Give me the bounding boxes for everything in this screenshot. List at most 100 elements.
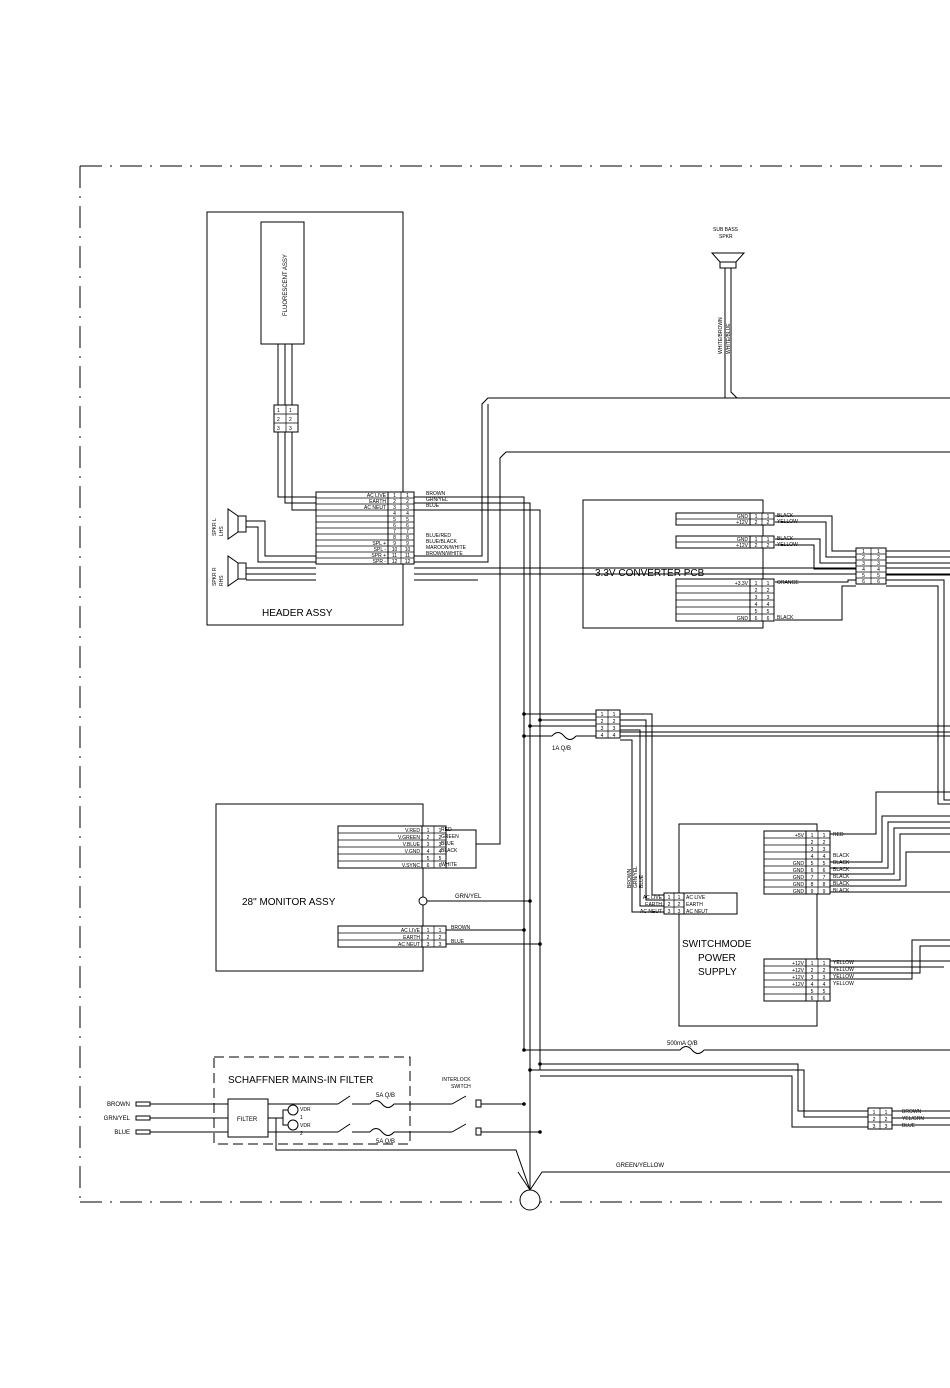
monitor-earth-terminal [418, 896, 428, 906]
converter-box [582, 499, 764, 629]
wire-label: BROWN [627, 868, 633, 888]
pin-number: 4 [601, 733, 604, 739]
pin-number: 6 [877, 579, 880, 585]
pin-number: 6 [439, 863, 442, 869]
psu-title1: SWITCHMODE [682, 939, 752, 950]
pin-number: 6 [811, 996, 814, 1002]
pin-number: 4 [823, 854, 826, 860]
wire-label: BLUE [426, 503, 440, 509]
speaker-right-icon [227, 555, 247, 587]
interlock-label2: SWITCH [451, 1084, 471, 1090]
monitor-box [215, 803, 424, 972]
pin-number: 9 [823, 889, 826, 895]
pin-number: 1 [862, 549, 865, 555]
pin-label: SPR + [371, 553, 386, 559]
schaffner-title: SCHAFFNER MAINS-IN FILTER [228, 1075, 373, 1086]
junction-dot [528, 724, 532, 728]
pin-number: 6 [427, 863, 430, 869]
pin-label: AC LIVE [401, 928, 421, 934]
pin-number: 1 [873, 1110, 876, 1116]
pin-number: 5 [427, 856, 430, 862]
pin-number: 2 [823, 840, 826, 846]
pin-number: 3 [885, 1124, 888, 1130]
pin-number: 4 [767, 602, 770, 608]
pin-number: 5 [823, 861, 826, 867]
earth-bus-wire: GREEN/YELLOW [616, 1163, 664, 1169]
monitor-title: 28" MONITOR ASSY [242, 897, 336, 908]
wire-label: BLACK [441, 848, 458, 854]
mains-terminal [135, 1115, 151, 1121]
pin-number: 1 [289, 408, 292, 414]
pin-number: 10 [392, 547, 398, 553]
pin-label: GND [793, 875, 805, 881]
converter-title: 3.3V CONVERTER PCB [595, 568, 705, 579]
pin-number: 4 [811, 982, 814, 988]
spkr-l-label: SPKR L [212, 518, 218, 536]
mains-input-label: GRN/YEL [104, 1116, 131, 1122]
pin-number: 1 [406, 493, 409, 499]
fuse-1a-icon [551, 732, 577, 740]
pin-number: 9 [811, 889, 814, 895]
junction-dot [538, 1130, 542, 1134]
pin-label: EARTH [645, 902, 662, 908]
wire-label: MAROON/WHITE [426, 545, 467, 551]
monitor-earth-wire: GRN/YEL [455, 894, 482, 900]
pin-number: 5 [406, 517, 409, 523]
signal-bus [476, 451, 950, 845]
pin-number: 7 [811, 875, 814, 881]
interlock-bot-icon [451, 1123, 467, 1133]
wire-label: BLUE [902, 1123, 916, 1129]
pin-label: SPL - [374, 547, 387, 553]
wire-label: YELLOW [833, 960, 854, 966]
psu-box [678, 823, 818, 1027]
wire-label: GRN/YEL [426, 497, 448, 503]
pin-number: 1 [613, 712, 616, 718]
psu-output-wires [830, 791, 950, 980]
vdr2-icon [287, 1119, 299, 1131]
mains-terminal [135, 1129, 151, 1135]
pin-number: 4 [393, 511, 396, 517]
pin-number: 2 [427, 935, 430, 941]
wire-label: BLACK [833, 867, 850, 873]
pin-number: 5 [755, 609, 758, 615]
wire-label: BLACK [833, 860, 850, 866]
pin-number: 1 [755, 581, 758, 587]
pin-label: GND [737, 514, 749, 520]
fuse-500ma: 500mA Q/B [524, 1041, 950, 1128]
schaffner-filter: SCHAFFNER MAINS-IN FILTER FILTER BROWNGR… [104, 1056, 540, 1191]
pin-label: V.GREEN [398, 835, 420, 841]
pin-number: 2 [668, 902, 671, 908]
pin-number: 6 [811, 868, 814, 874]
wire-label: BROWN [902, 1109, 922, 1115]
interlock-label1: INTERLOCK [442, 1077, 471, 1083]
pin-number: 2 [767, 520, 770, 526]
pin-label: +12V [792, 961, 804, 967]
pin-number: 4 [406, 511, 409, 517]
junction-dot [522, 734, 526, 738]
pin-number: 3 [613, 726, 616, 732]
pin-number: 2 [877, 555, 880, 561]
pin-number: 3 [862, 561, 865, 567]
fuse-1a-label: 1A Q/B [552, 746, 571, 752]
pin-number: 2 [811, 968, 814, 974]
pin-number: 5 [393, 517, 396, 523]
psu-title3: SUPPLY [698, 967, 737, 978]
pin-label: V.GND [405, 849, 421, 855]
pin-number: 9 [393, 541, 396, 547]
wire-label: BLACK [833, 874, 850, 880]
filter-label: FILTER [237, 1117, 258, 1123]
pin-number: 7 [393, 529, 396, 535]
pin-number: 3 [877, 561, 880, 567]
wire-label: YELLOW [833, 967, 854, 973]
speaker-left-icon [227, 508, 247, 540]
wire-label: WHITE [441, 862, 458, 868]
pin-number: 4 [823, 982, 826, 988]
sub-bass-speaker-icon [710, 252, 746, 263]
pin-number: 3 [406, 505, 409, 511]
